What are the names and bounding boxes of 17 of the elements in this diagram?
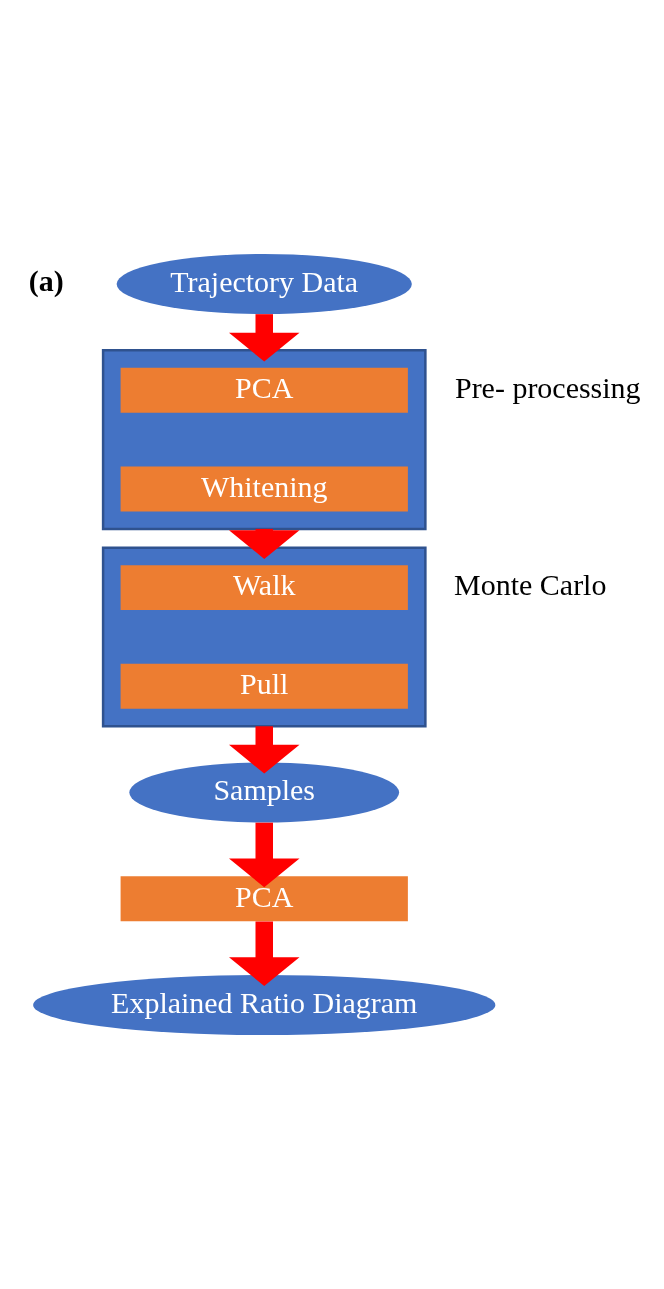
- cluster: [101, 349, 427, 531]
- node-ellipse: Explained Ratio Diagram: [33, 974, 496, 1036]
- node-ellipse: Samples: [129, 762, 400, 823]
- node-box: Walk: [120, 565, 408, 611]
- node-box: PCA: [120, 876, 408, 922]
- label: (a): [28, 263, 64, 297]
- node-ellipse: Trajectory Data: [116, 253, 412, 315]
- node-label: Monte Carlo: [454, 568, 607, 602]
- arrow: [229, 314, 300, 362]
- cluster: [101, 546, 427, 728]
- node-label: Pre- processing: [454, 370, 641, 404]
- node-box: Whitening: [120, 466, 408, 512]
- node-box: PCA: [120, 367, 408, 413]
- arrow: [229, 921, 300, 987]
- node-box: Pull: [120, 663, 408, 709]
- arrow: [229, 822, 300, 888]
- arrow: [229, 726, 300, 774]
